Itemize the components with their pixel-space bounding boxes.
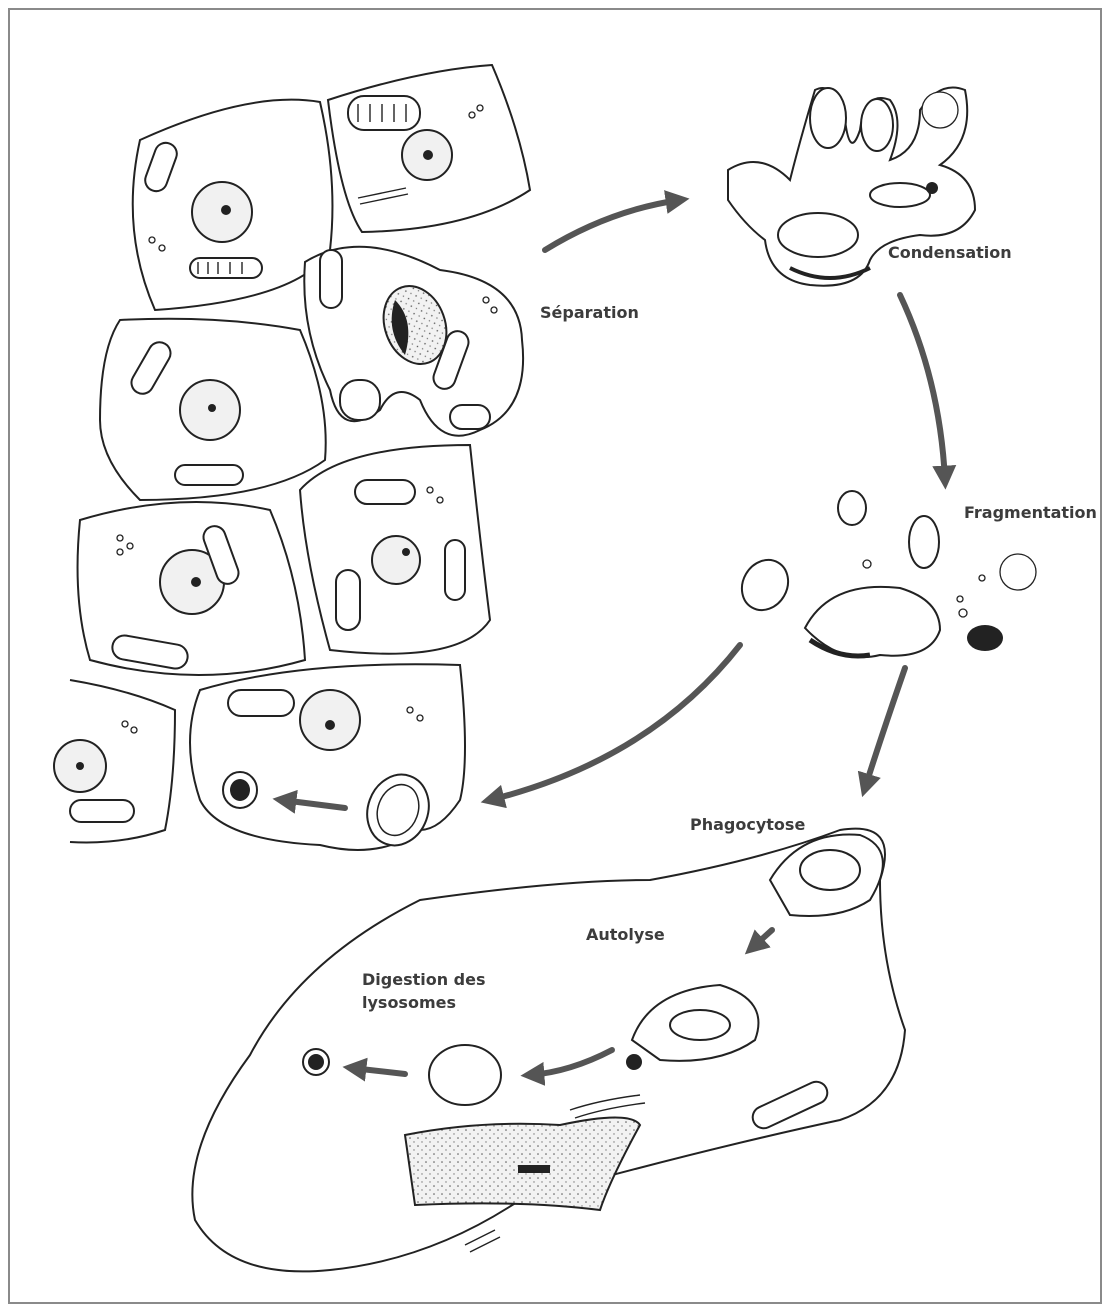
tissue-cell-3 bbox=[100, 319, 326, 500]
tissue-cell-partial bbox=[54, 680, 175, 843]
label-autolyse: Autolyse bbox=[586, 925, 665, 944]
label-fragmentation: Fragmentation bbox=[964, 503, 1097, 522]
tissue-cell-5 bbox=[78, 502, 305, 675]
arrow-separation-to-condensation bbox=[545, 200, 680, 250]
label-digestion-line1: Digestion des bbox=[362, 970, 486, 989]
arrow-fragmentation-to-tissue bbox=[490, 645, 740, 800]
tissue-cells bbox=[54, 65, 530, 854]
tissue-cell-2 bbox=[328, 65, 530, 232]
arrow-condensation-to-fragmentation bbox=[900, 295, 945, 480]
tissue-cell-4 bbox=[300, 445, 490, 654]
separating-cell bbox=[304, 247, 523, 436]
arrow-fragmentation-to-phagocytose bbox=[865, 668, 905, 788]
label-separation: Séparation bbox=[540, 303, 639, 322]
tissue-cell-1 bbox=[133, 100, 333, 310]
tissue-cell-6 bbox=[190, 664, 465, 854]
label-condensation: Condensation bbox=[888, 243, 1012, 262]
label-digestion-line2: lysosomes bbox=[362, 993, 456, 1012]
macrophage-cell bbox=[192, 829, 905, 1272]
label-phagocytose: Phagocytose bbox=[690, 815, 805, 834]
